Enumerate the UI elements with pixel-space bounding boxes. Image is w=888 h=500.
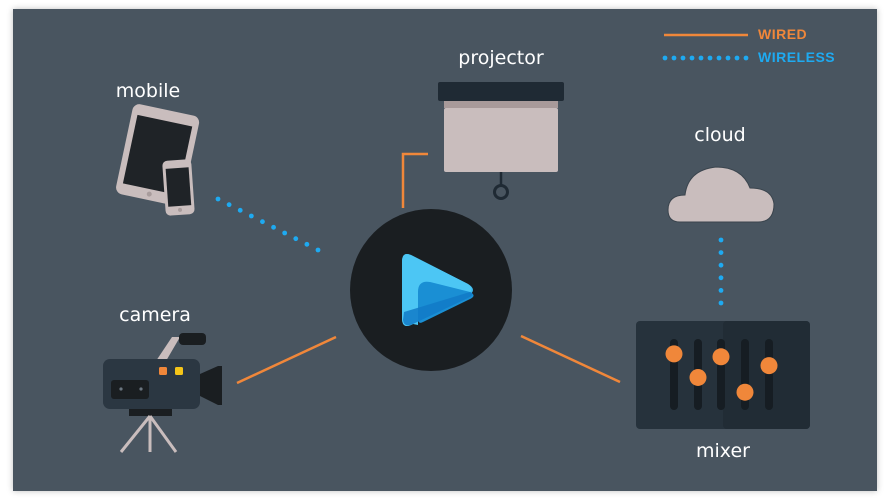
wireless-dot [671, 55, 677, 61]
camera-label: camera [119, 304, 191, 326]
hub-node[interactable] [350, 209, 512, 371]
wireless-dot [718, 288, 724, 293]
wireless-dot [718, 300, 724, 306]
wireless-dot [718, 250, 724, 256]
projector-label: projector [458, 47, 544, 69]
cloud-label: cloud [694, 124, 746, 146]
wireless-dot [716, 55, 722, 61]
cloud-icon [667, 166, 775, 223]
wireless-dot [282, 230, 288, 236]
mixer-label: mixer [696, 440, 750, 462]
wireless-dot [215, 196, 221, 202]
wireless-dot [743, 55, 749, 61]
wireless-dot [718, 237, 724, 243]
projector-node[interactable] [438, 82, 564, 200]
wireless-dot [689, 55, 695, 61]
connection-cloud-wireless [718, 237, 724, 306]
wireless-dot [248, 213, 254, 219]
mixer-fader-knob[interactable] [689, 368, 707, 386]
wireless-dot [226, 202, 232, 208]
wireless-dot [698, 55, 704, 61]
wireless-dot [734, 55, 740, 61]
wireless-dot [293, 236, 299, 242]
wireless-dot [271, 224, 276, 230]
mixer-fader-track [765, 339, 773, 410]
mixer-node[interactable] [636, 321, 810, 429]
wireless-dot [718, 275, 724, 281]
legend-wireless-line [662, 55, 749, 61]
legend-wired-label: WIRED [758, 26, 808, 42]
mixer-fader-knob[interactable] [736, 383, 754, 401]
wireless-dot [725, 55, 731, 61]
mixer-fader-knob[interactable] [760, 357, 778, 375]
wireless-dot [304, 241, 310, 247]
mobile-label: mobile [115, 80, 181, 102]
camera-node[interactable] [103, 333, 222, 453]
projector-screen-icon [438, 82, 564, 200]
connection-projector-wired [401, 152, 428, 208]
connection-mixer-wired [520, 334, 621, 384]
connection-mobile-wireless [215, 196, 321, 253]
wireless-dot [662, 55, 668, 61]
mobile-node[interactable] [115, 103, 201, 216]
wireless-dot [315, 247, 321, 253]
wireless-dot [718, 262, 724, 268]
connection-camera-wired [236, 335, 337, 385]
mixer-fader-knob[interactable] [665, 345, 683, 363]
wireless-dot [237, 207, 243, 213]
mixer-fader-knob[interactable] [712, 348, 730, 366]
wireless-dot [260, 219, 265, 225]
wireless-dot [680, 55, 686, 61]
tablet-phone-icon [116, 104, 200, 216]
audio-mixer-icon [636, 321, 810, 429]
play-logo-icon [402, 254, 474, 326]
legend-wireless-label: WIRELESS [758, 49, 836, 65]
wireless-dot [707, 55, 713, 61]
video-camera-icon [103, 333, 222, 453]
cloud-node[interactable] [667, 166, 775, 223]
